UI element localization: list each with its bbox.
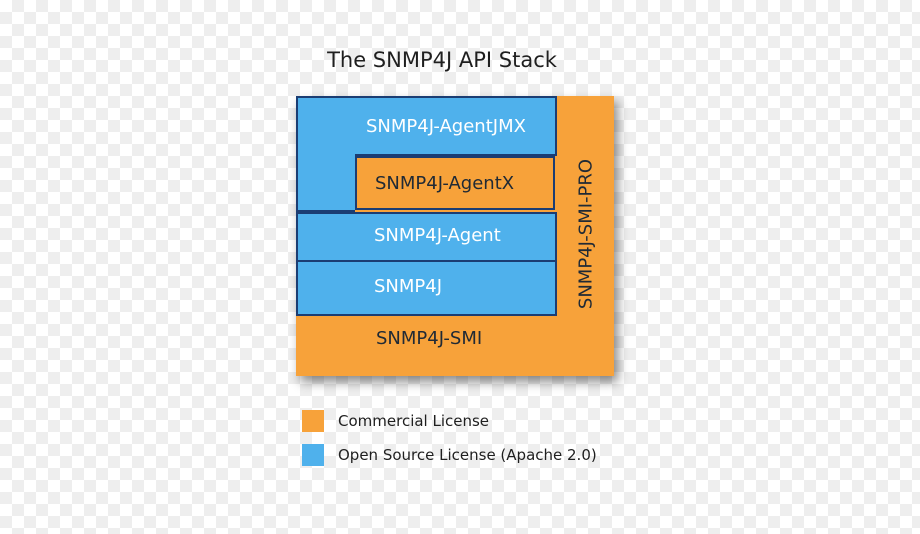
smi-pro-label: SNMP4J-SMI-PRO (575, 158, 597, 310)
smi-label: SNMP4J-SMI (376, 328, 483, 349)
agent-block: SNMP4J-Agent (296, 212, 557, 262)
diagram-title: The SNMP4J API Stack (327, 48, 557, 72)
open-source-swatch (302, 444, 324, 466)
legend-label-open-source: Open Source License (Apache 2.0) (338, 446, 597, 464)
agentjmx-divider (355, 154, 557, 156)
snmp4j-label: SNMP4J (374, 276, 443, 297)
api-stack: SNMP4J-SMI-PRO SNMP4J-SMI SNMP4J-AgentJM… (296, 96, 614, 376)
agentx-block: SNMP4J-AgentX (355, 156, 555, 210)
snmp4j-block: SNMP4J (296, 260, 557, 316)
commercial-swatch (302, 410, 324, 432)
agent-label: SNMP4J-Agent (374, 225, 501, 246)
agentjmx-block: SNMP4J-AgentJMX (296, 96, 557, 156)
legend-label-commercial: Commercial License (338, 412, 490, 430)
agentjmx-label: SNMP4J-AgentJMX (366, 116, 526, 137)
agentx-label: SNMP4J-AgentX (375, 173, 515, 194)
